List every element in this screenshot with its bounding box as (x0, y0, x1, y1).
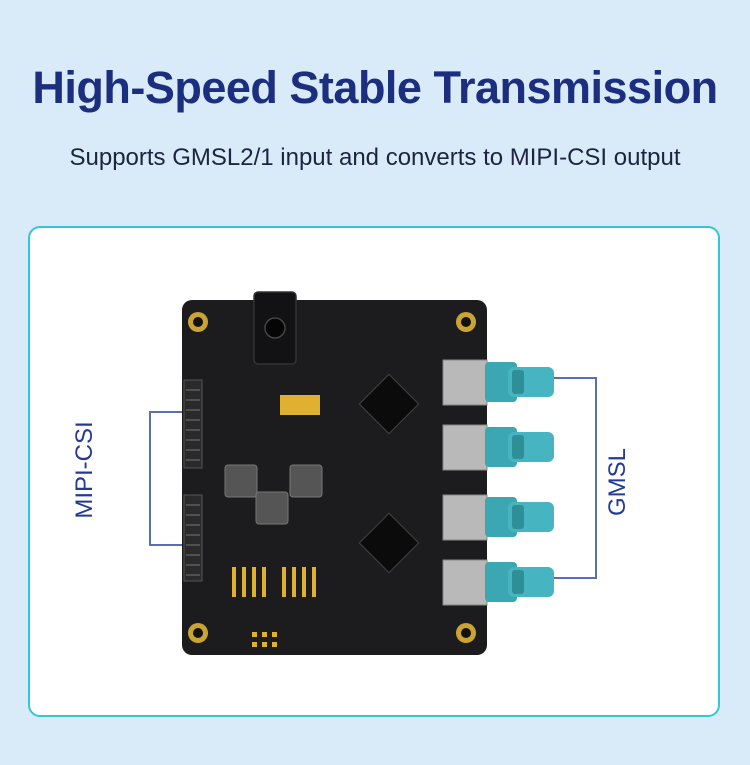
mipi-csi-label: MIPI-CSI (71, 421, 98, 519)
mipi-bracket (149, 411, 190, 546)
page-title: High-Speed Stable Transmission (32, 62, 718, 113)
page-subtitle: Supports GMSL2/1 input and converts to M… (69, 144, 681, 171)
pcb-board (182, 291, 488, 655)
gmsl-connector (485, 562, 554, 602)
gmsl-connector (485, 427, 554, 467)
gmsl-bracket (550, 377, 597, 579)
gmsl-connectors (485, 362, 554, 602)
gmsl-connector (485, 497, 554, 537)
gmsl-label: GMSL (604, 447, 631, 517)
gmsl-connector (485, 362, 554, 402)
